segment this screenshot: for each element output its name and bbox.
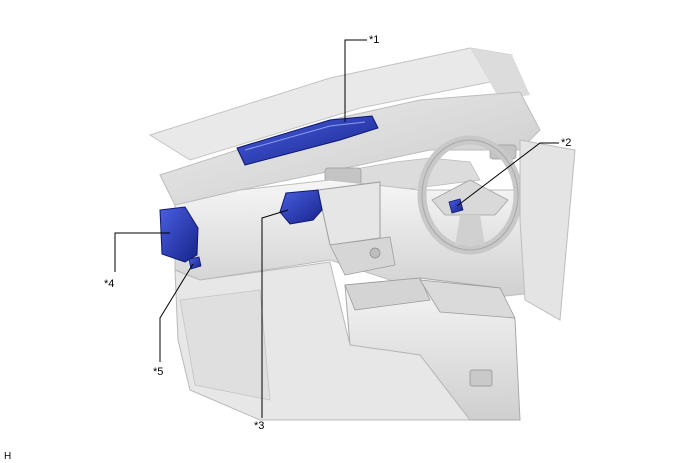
left-lower-panel — [174, 261, 472, 421]
component-1-meter — [236, 115, 379, 166]
component-2-switch — [448, 198, 464, 214]
right-door-panel — [519, 139, 576, 321]
leader-line-5 — [159, 263, 194, 362]
center-console — [344, 277, 521, 421]
callout-label-4: *4 — [104, 278, 115, 290]
leader-line-2 — [456, 142, 559, 207]
leader-line-3 — [261, 209, 289, 418]
callout-label-3: *3 — [254, 420, 265, 432]
figure-code: H — [4, 451, 12, 462]
callout-label-2: *2 — [561, 137, 572, 149]
callout-label-1: *1 — [369, 34, 380, 46]
leader-line-4 — [114, 232, 170, 272]
windshield-frame — [148, 47, 530, 161]
component-4-ecu — [159, 206, 199, 263]
leader-line-1 — [344, 39, 367, 122]
callout-label-5: *5 — [153, 366, 164, 378]
leader-lines — [114, 39, 559, 418]
control-knob-icon — [369, 247, 381, 259]
